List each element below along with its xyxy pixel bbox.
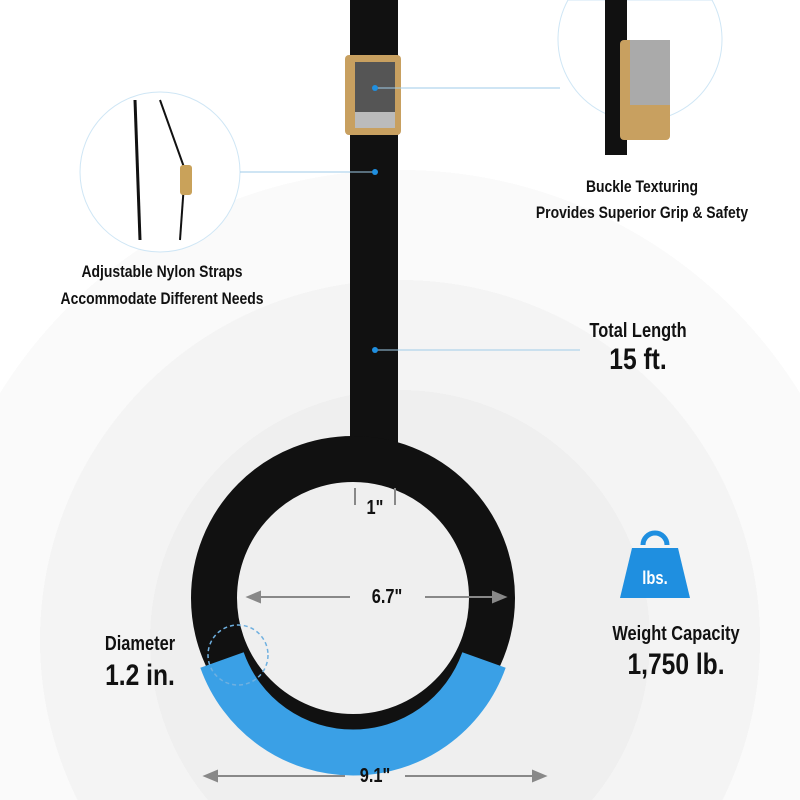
- straps-inset: [79, 91, 241, 253]
- outer-diameter-value: 9.1": [359, 765, 391, 787]
- buckle-subtitle: Provides Superior Grip & Safety: [535, 203, 749, 222]
- dimension-arrows: [202, 488, 548, 783]
- total-length-label: Total Length: [589, 320, 687, 342]
- diameter-value: 1.2 in.: [105, 659, 175, 692]
- buckle: [345, 55, 401, 135]
- diameter-label: Diameter: [104, 633, 176, 655]
- buckle-title: Buckle Texturing: [585, 177, 699, 196]
- total-length-value: 15 ft.: [609, 343, 667, 376]
- callout-lines: [240, 87, 580, 351]
- buckle-inset: [557, 0, 723, 155]
- weight-icon: [620, 530, 690, 598]
- weight-capacity-label: Weight Capacity: [612, 623, 740, 645]
- weight-icon-label: lbs.: [642, 568, 668, 588]
- inner-diameter-value: 6.7": [371, 586, 403, 608]
- diameter-highlight: [207, 624, 269, 686]
- weight-capacity-value: 1,750 lb.: [627, 648, 725, 681]
- gymnastic-ring: [191, 436, 515, 776]
- straps-title: Adjustable Nylon Straps: [81, 262, 243, 281]
- straps-subtitle: Accommodate Different Needs: [60, 289, 264, 308]
- strap-width-value: 1": [366, 497, 384, 519]
